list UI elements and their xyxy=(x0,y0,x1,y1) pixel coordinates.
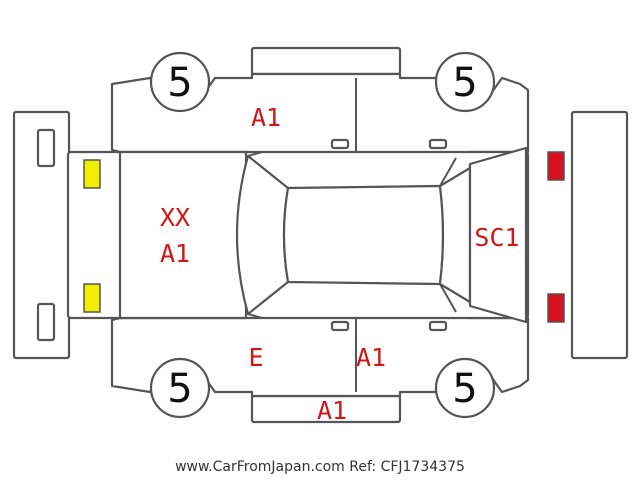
tire-rear-right-grade: 5 xyxy=(452,366,477,412)
front-left-headlight xyxy=(83,159,101,189)
tire-front-right-grade: 5 xyxy=(167,366,192,412)
tire-front-right: 5 xyxy=(149,357,211,419)
tire-rear-left: 5 xyxy=(434,51,496,113)
rear-bumper xyxy=(570,110,629,360)
tire-front-left: 5 xyxy=(149,51,211,113)
upper-side-panel xyxy=(110,46,530,160)
front-bumper xyxy=(12,110,71,360)
rear-right-taillight xyxy=(547,293,565,323)
upper-front-door-damage-code: A1 xyxy=(251,103,281,132)
rear-left-taillight xyxy=(547,151,565,181)
hood-damage-code-2: A1 xyxy=(160,239,190,268)
lower-front-door-damage-code: E xyxy=(248,343,263,372)
lower-side-panel xyxy=(110,310,530,424)
tire-rear-right: 5 xyxy=(434,357,496,419)
credit-reference: www.CarFromJapan.com Ref: CFJ1734375 xyxy=(175,459,465,475)
rear-window-damage-code: SC1 xyxy=(474,223,519,252)
tire-front-left-grade: 5 xyxy=(167,60,192,106)
lower-sill-damage-code: A1 xyxy=(317,396,347,425)
car-body-top xyxy=(66,146,530,324)
lower-rear-door-damage-code: A1 xyxy=(356,343,386,372)
hood-damage-code-1: XX xyxy=(160,203,190,232)
front-right-headlight xyxy=(83,283,101,313)
tire-rear-left-grade: 5 xyxy=(452,60,477,106)
